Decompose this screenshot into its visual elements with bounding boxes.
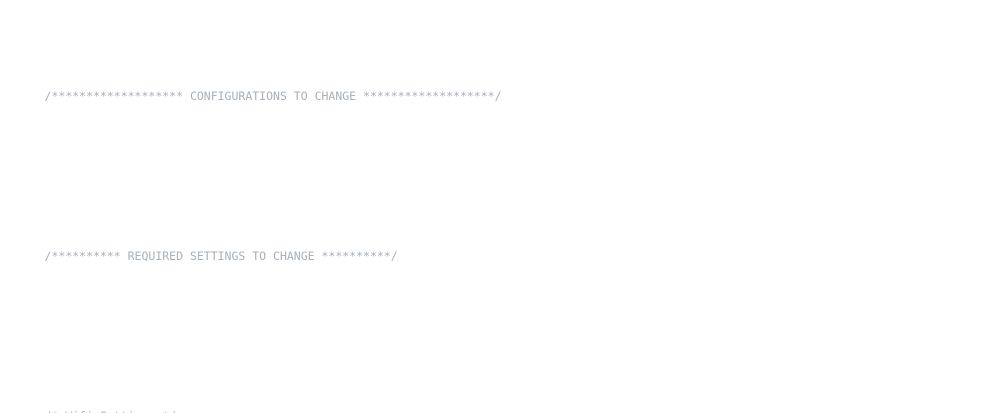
banner-required: /********** REQUIRED SETTINGS TO CHANGE … — [44, 249, 398, 263]
code-content[interactable]: /******************* CONFIGURATIONS TO C… — [3, 8, 1007, 413]
code-line: /********** REQUIRED SETTINGS TO CHANGE … — [3, 232, 1007, 263]
wifi-section-comment: /* Wifi Settings */ — [45, 409, 177, 413]
code-line: /******************* CONFIGURATIONS TO C… — [3, 72, 1007, 103]
code-line-blank — [3, 152, 1007, 168]
code-line: /* Wifi Settings */ — [3, 392, 1007, 413]
banner-configurations: /******************* CONFIGURATIONS TO C… — [44, 89, 502, 103]
code-line-blank — [3, 312, 1007, 328]
